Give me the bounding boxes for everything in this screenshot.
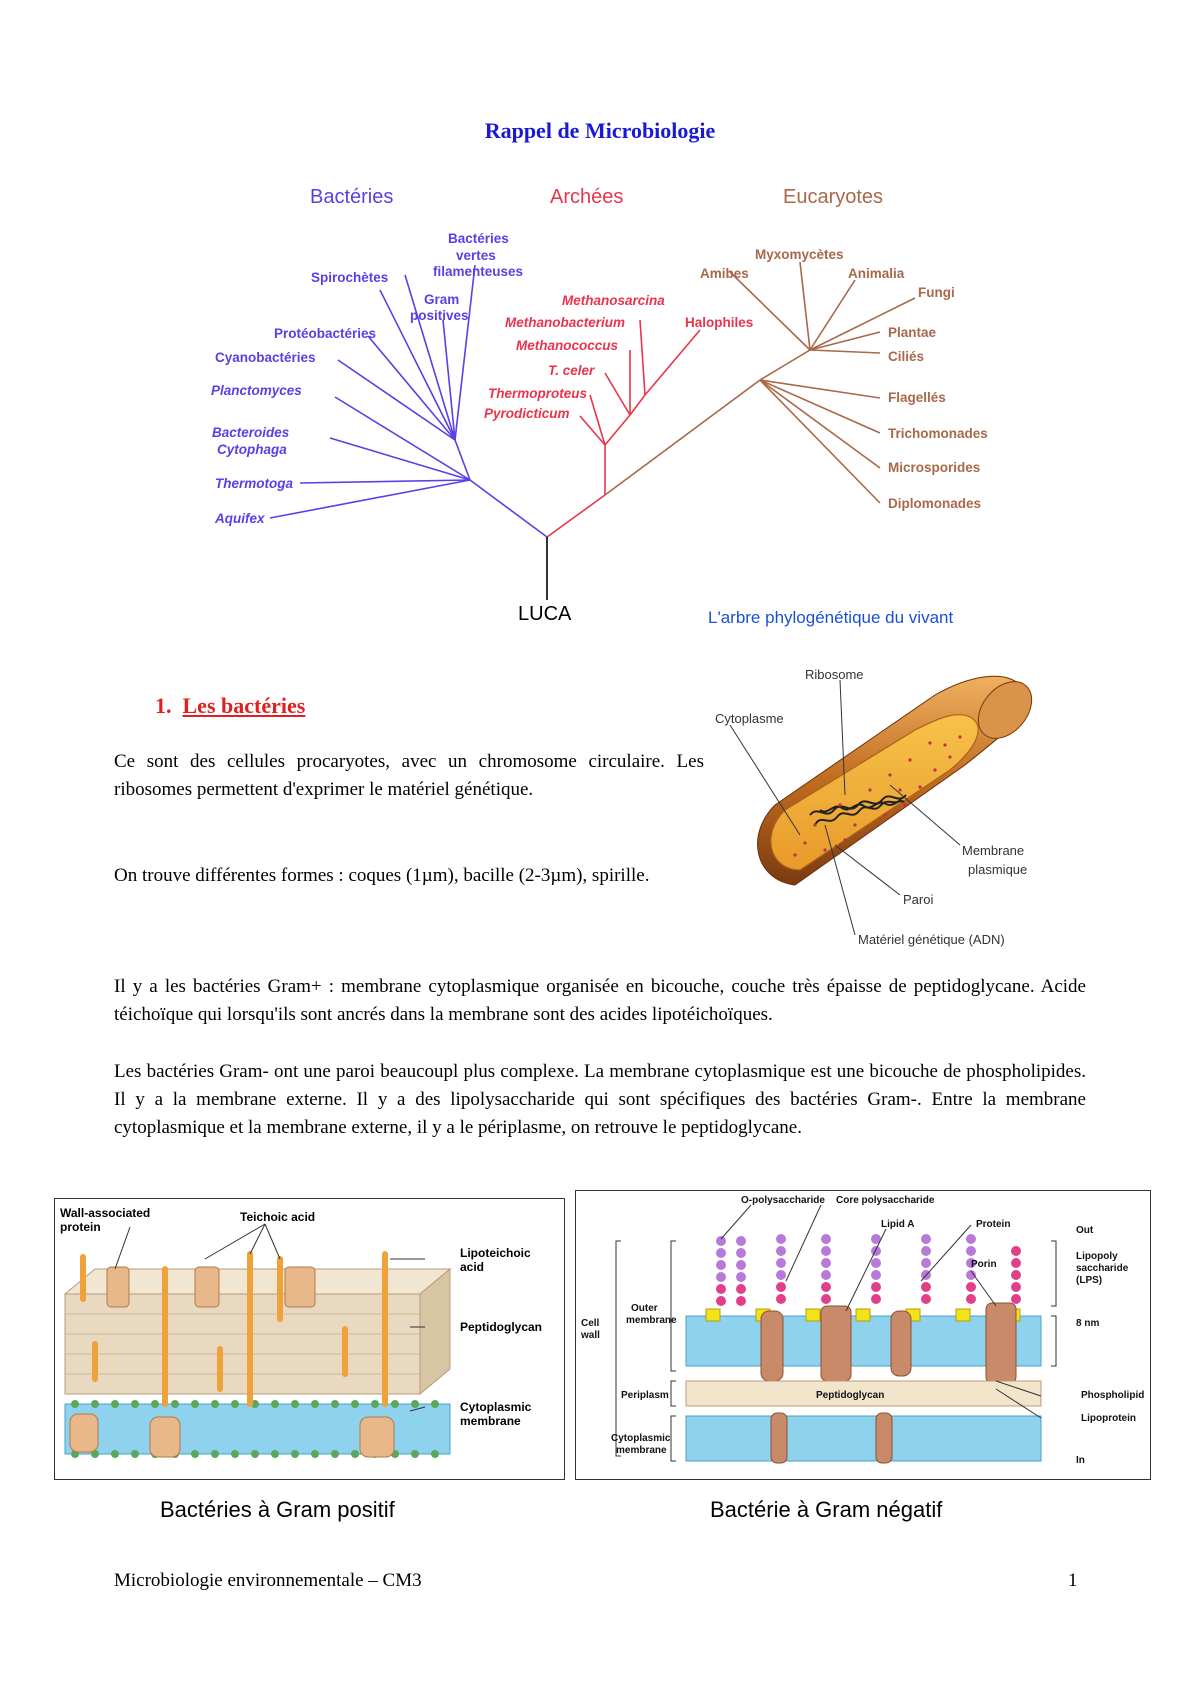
leaf-label: Methanococcus [516, 338, 619, 353]
footer-course: Microbiologie environnementale – CM3 [114, 1570, 422, 1591]
paragraph-gram-negative: Les bactéries Gram- ont une paroi beauco… [114, 1061, 1086, 1138]
tree-caption: L'arbre phylogénétique du vivant [708, 608, 953, 627]
cytoplasmic-label-1: Cytoplasmic [460, 1400, 532, 1414]
paragraph-gram-positive: Il y a les bactéries Gram+ : membrane cy… [114, 976, 1086, 1025]
section-heading: 1. Les bactéries [155, 693, 305, 719]
leaf-label: vertes [456, 248, 496, 263]
leaf-label: Aquifex [214, 511, 265, 526]
leaf-label: Microsporides [888, 460, 980, 475]
section-number: 1. [155, 693, 172, 718]
lipid-a-label: Lipid A [881, 1219, 915, 1230]
leaf-label: Thermotoga [215, 476, 293, 491]
cytoplasm-shape [770, 714, 979, 871]
leaf-label: Methanobacterium [505, 315, 625, 330]
cytoplasmic-membrane-label-1: Cytoplasmic [611, 1433, 671, 1444]
lipoteichoic-label-2: acid [460, 1260, 484, 1274]
archaea-branches [546, 319, 701, 538]
wall-protein-label-2: protein [60, 1220, 101, 1234]
outer-membrane-label-2: membrane [626, 1315, 677, 1326]
lps-label-3: (LPS) [1076, 1275, 1102, 1286]
cell-wall-label-1: Cell [581, 1318, 600, 1329]
leaf-label: Bacteroides [212, 425, 290, 440]
leaf-label: Methanosarcina [562, 293, 665, 308]
section-title: Les bactéries [182, 693, 306, 718]
leaf-label: Pyrodicticum [484, 406, 570, 421]
nm-label: 8 nm [1076, 1318, 1099, 1329]
peptidoglycan-label: Peptidoglycan [460, 1320, 542, 1334]
leaf-label: Planctomyces [211, 383, 302, 398]
in-label: In [1076, 1455, 1085, 1466]
leaf-label: Spirochètes [311, 270, 388, 285]
footer-page-number: 1 [1068, 1570, 1078, 1591]
bacteria-branches [269, 264, 548, 538]
lps-chains [716, 1234, 1021, 1306]
lipoprotein-label: Lipoprotein [1081, 1413, 1136, 1424]
leaf-label: Trichomonades [888, 426, 988, 441]
cell-end-cap [977, 681, 1033, 739]
bacterial-cell-figure: Ribosome Cytoplasme Membrane plasmique P… [715, 667, 1033, 947]
membrane-label-2: plasmique [968, 862, 1027, 877]
domain-bacteria-label: Bactéries [310, 186, 393, 208]
leaf-label: filamenteuses [433, 264, 523, 279]
o-polysaccharide-label: O-polysaccharide [741, 1195, 825, 1206]
paragraph-intro: Ce sont des cellules procaryotes, avec u… [114, 751, 704, 800]
dna-coil-icon [809, 794, 907, 826]
cytoplasmic-membrane-label-2: membrane [616, 1445, 667, 1456]
leaf-label: Myxomycètes [755, 247, 844, 262]
lipoteichoic-label-1: Lipoteichoic [460, 1246, 531, 1260]
membrane-label-1: Membrane [962, 843, 1024, 858]
leaf-label: Protéobactéries [274, 326, 376, 341]
lps-label-2: saccharide [1076, 1263, 1129, 1274]
paragraph-shapes: On trouve différentes formes : coques (1… [114, 865, 650, 886]
gram-positive-caption: Bactéries à Gram positif [160, 1497, 395, 1522]
leaf-label: Ciliés [888, 349, 924, 364]
lps-label-1: Lipopoly [1076, 1251, 1118, 1262]
eukaryote-branches [604, 261, 916, 504]
wall-label: Paroi [903, 892, 933, 907]
wall-protein-label-1: Wall-associated [60, 1206, 150, 1220]
leaf-label: Flagellés [888, 390, 946, 405]
cell-leader-lines [729, 679, 961, 936]
gram-positive-figure: Wall-associated protein Teichoic acid Li… [54, 1198, 565, 1480]
ribosome-dots [793, 735, 962, 857]
leaf-label: Amibes [700, 266, 749, 281]
phospholipid-label: Phospholipid [1081, 1390, 1144, 1401]
protein-label: Protein [976, 1219, 1010, 1230]
gram-negative-figure: O-polysaccharide Core polysaccharide Lip… [575, 1190, 1151, 1480]
teichoic-label: Teichoic acid [240, 1210, 315, 1224]
dna-label: Matériel génétique (ADN) [858, 932, 1005, 947]
leaf-label: positives [410, 308, 469, 323]
leaf-label: Plantae [888, 325, 937, 340]
leaf-label: Diplomonades [888, 496, 981, 511]
out-label: Out [1076, 1225, 1094, 1236]
porin-label: Porin [971, 1259, 997, 1270]
periplasm-label: Periplasm [621, 1390, 669, 1401]
leaf-label: Gram [424, 292, 459, 307]
gram-negative-caption: Bactérie à Gram négatif [710, 1497, 943, 1522]
leaf-label: T. celer [548, 363, 595, 378]
leaf-label: Halophiles [685, 315, 753, 330]
leaf-label: Thermoproteus [488, 386, 588, 401]
leaf-label: Cytophaga [217, 442, 287, 457]
domain-archaea-label: Archées [550, 186, 623, 208]
core-polysaccharide-label: Core polysaccharide [836, 1195, 935, 1206]
ribosome-label: Ribosome [805, 667, 864, 682]
peptidoglycan-label: Peptidoglycan [816, 1390, 884, 1401]
page-title: Rappel de Microbiologie [484, 118, 716, 143]
cytoplasmic-label-2: membrane [460, 1414, 521, 1428]
leaf-label: Animalia [848, 266, 905, 281]
phylogenetic-tree: Bactéries Archées Eucaryotes [211, 186, 988, 627]
cytoplasm-label: Cytoplasme [715, 711, 784, 726]
outer-membrane-label-1: Outer [631, 1303, 658, 1314]
leaf-label: Fungi [918, 285, 955, 300]
cell-wall-label-2: wall [580, 1330, 600, 1341]
domain-eukaryotes-label: Eucaryotes [783, 186, 883, 208]
leaf-label: Bactéries [448, 231, 509, 246]
luca-label: LUCA [518, 603, 572, 625]
leaf-label: Cyanobactéries [215, 350, 316, 365]
